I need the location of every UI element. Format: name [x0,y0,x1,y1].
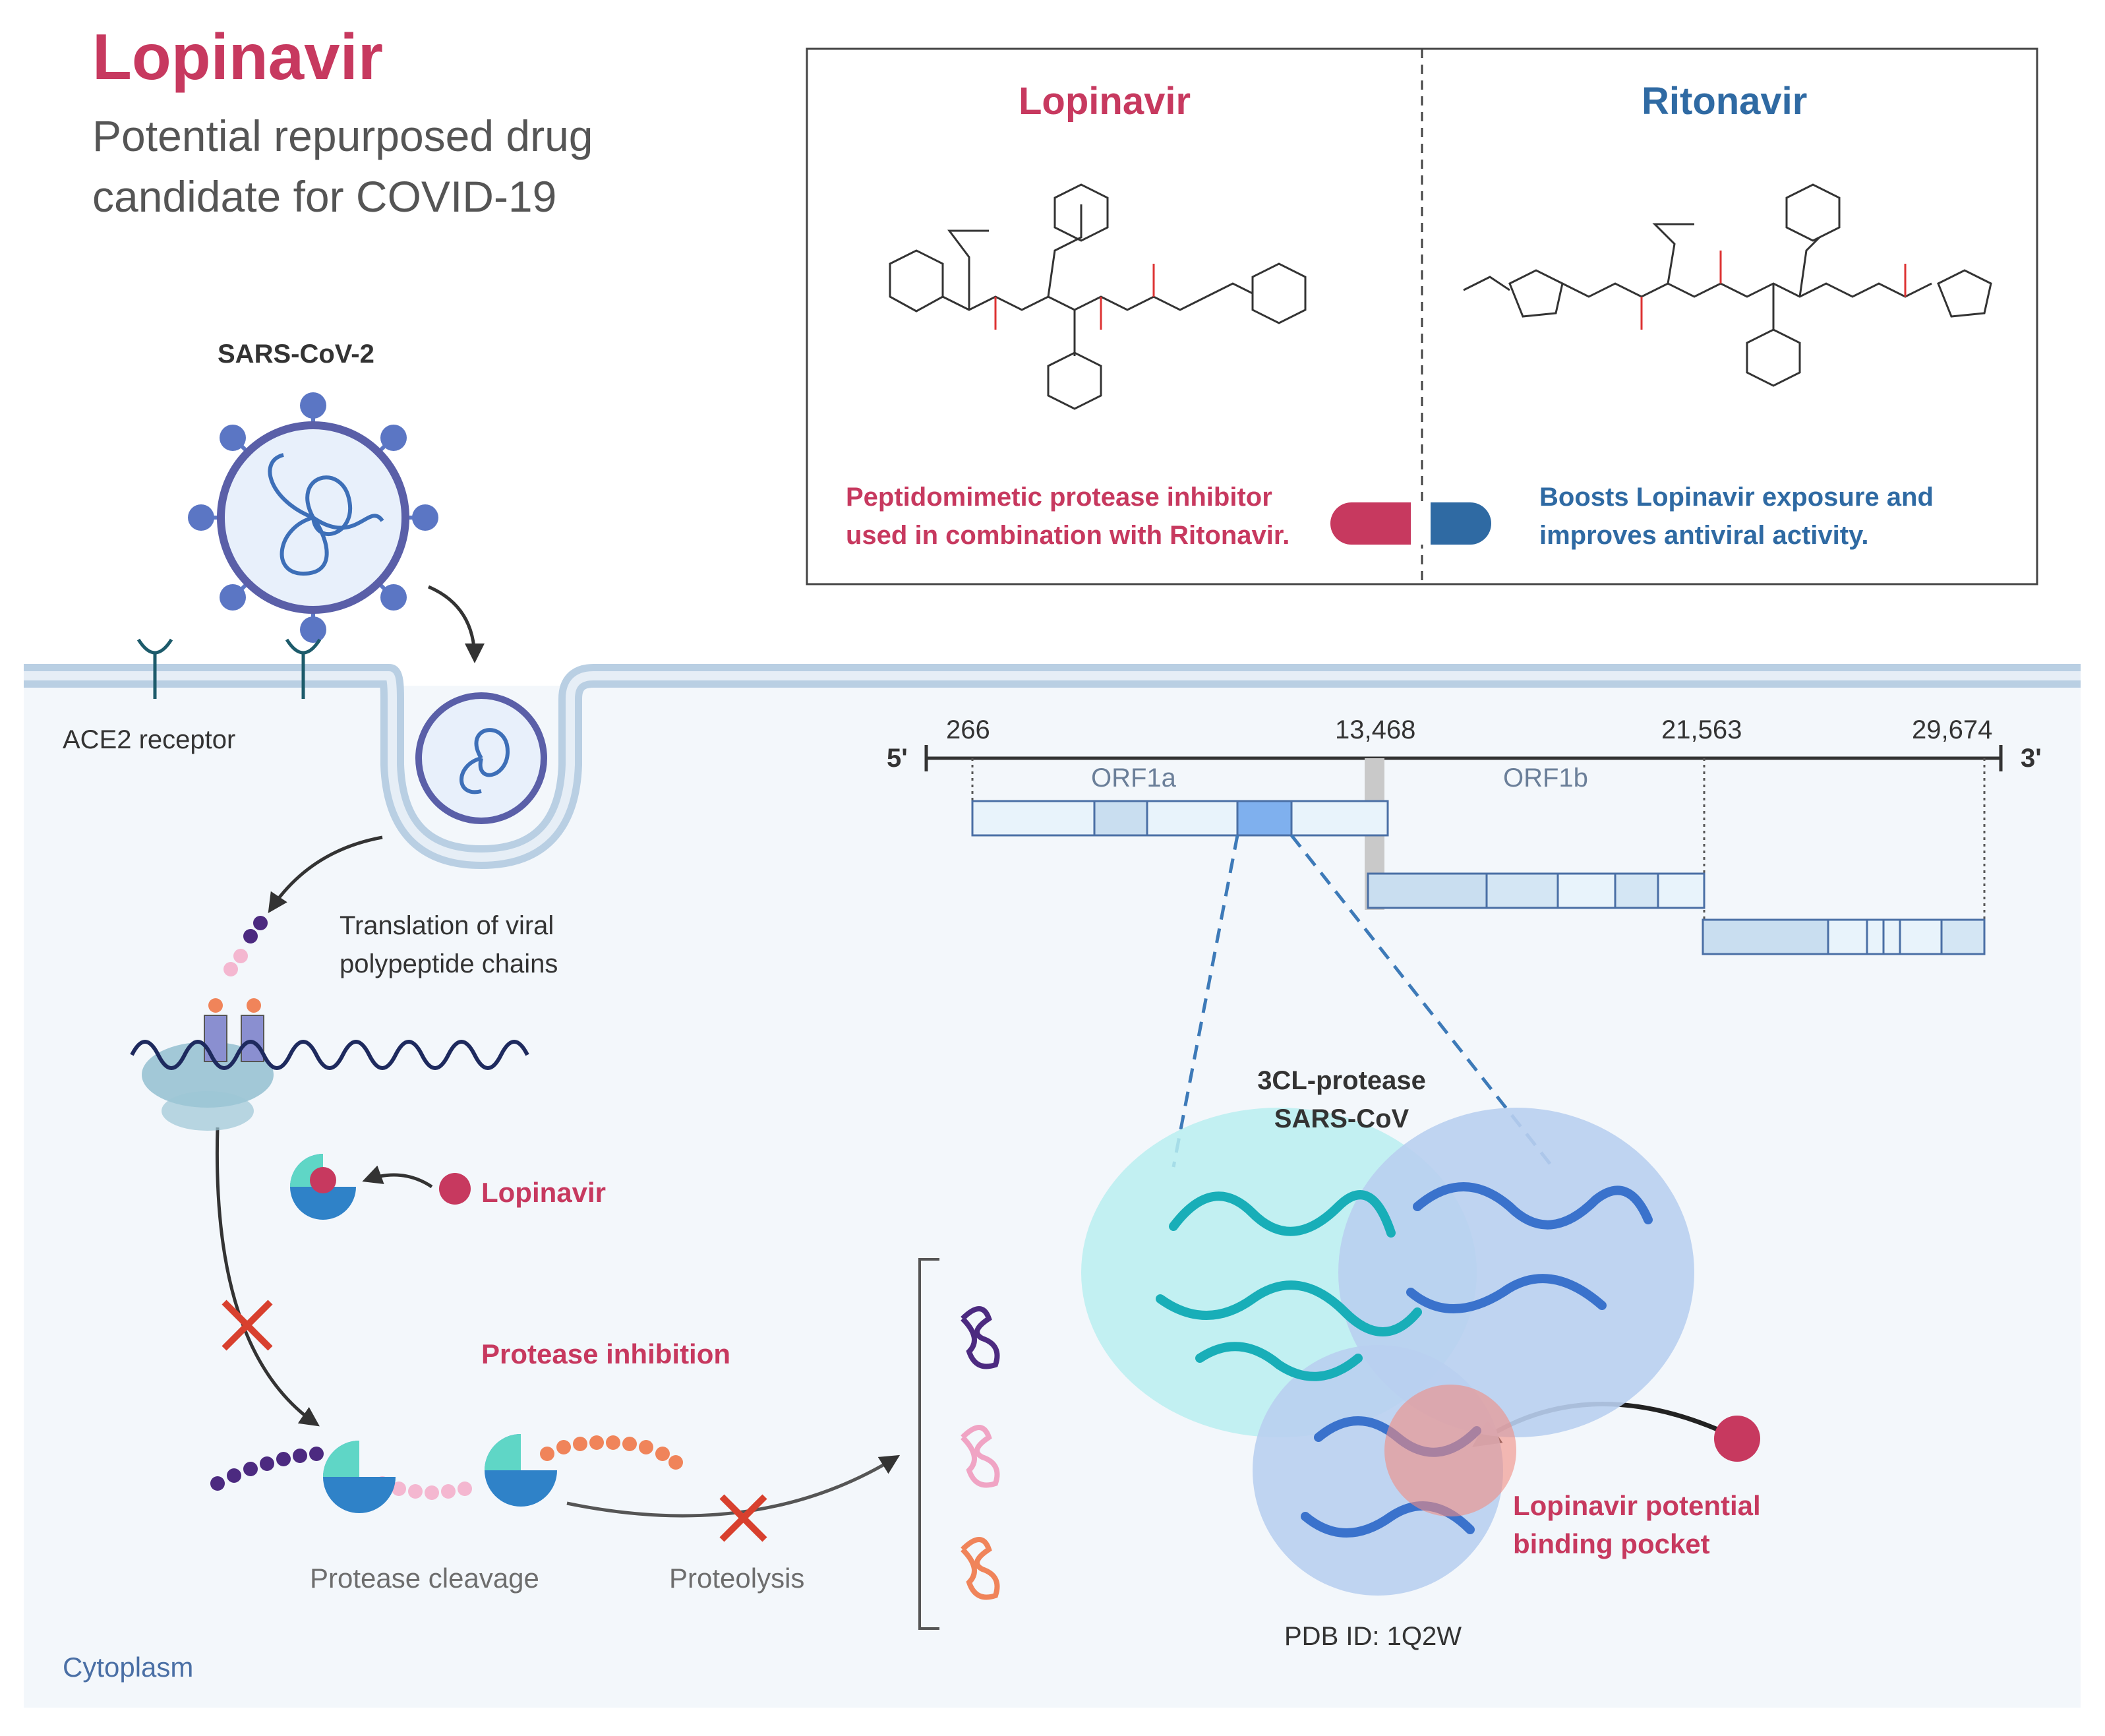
protease-structure [1081,1108,1760,1596]
genome-position-1: 266 [946,715,990,744]
proteolysis-x-mark [719,1494,767,1542]
combination-pill [1330,502,1491,545]
peptide-purple [961,1306,1000,1369]
sars-cov-2-virion [188,392,438,643]
lopinavir-heading: Lopinavir [1019,80,1191,123]
polyprotein-chain [210,1434,683,1513]
ritonavir-heading: Ritonavir [1642,80,1808,123]
pdb-id-label: PDB ID: 1Q2W [1284,1622,1462,1651]
lopinavir-label: Lopinavir [481,1177,607,1208]
ribosome [142,1015,274,1131]
orf1b-label: ORF1b [1503,763,1588,793]
nascent-polypeptide [208,916,268,1013]
virus-label: SARS-CoV-2 [218,340,374,369]
ace2-receptors [136,638,322,699]
peptide-orange [961,1537,1000,1600]
ritonavir-description: Boosts Lopinavir exposure and improves a… [1539,483,1934,550]
genome-position-4: 29,674 [1912,715,1993,744]
genome-map [924,745,2003,955]
mrna-strand [130,1040,529,1070]
arrow-translation [268,835,383,913]
page-subtitle: Potential repurposed drug candidate for … [92,111,593,221]
protease-title: 3CL-protease SARS-CoV [1257,1066,1426,1133]
lopinavir-description: Peptidomimetic protease inhibitor used i… [846,483,1290,550]
three-prime-label: 3' [2021,744,2042,773]
genome-position-2: 13,468 [1335,715,1416,744]
lopinavir-structure [889,183,1307,410]
proteolysis-label: Proteolysis [669,1563,805,1594]
inhibition-x-mark [222,1300,273,1351]
cytoplasm-region [24,686,2081,1708]
peptide-pink [961,1425,1000,1488]
five-prime-label: 5' [887,744,908,773]
orf1a-label: ORF1a [1091,763,1176,793]
arrow-entry [428,585,485,663]
protease-inhibition-label: Protease inhibition [481,1338,731,1369]
genome-position-3: 21,563 [1661,715,1742,744]
endocytosed-virion [415,692,547,824]
translation-label: Translation of viral polypeptide chains [340,911,558,978]
zoom-line-left [1171,835,1239,1168]
ace2-label: ACE2 receptor [63,725,236,754]
arrow-lopinavir-bind [362,1165,433,1189]
arrow-proteolysis [566,1454,901,1518]
page-title: Lopinavir [92,20,384,93]
inhibited-protease [290,1154,356,1220]
binding-pocket-label: Lopinavir potential binding pocket [1513,1490,1761,1559]
lopinavir-molecule [439,1173,471,1205]
peptides-bracket [918,1258,939,1630]
ritonavir-structure [1463,183,1992,387]
protease-cleavage-label: Protease cleavage [310,1563,539,1594]
cytoplasm-label: Cytoplasm [63,1652,194,1683]
